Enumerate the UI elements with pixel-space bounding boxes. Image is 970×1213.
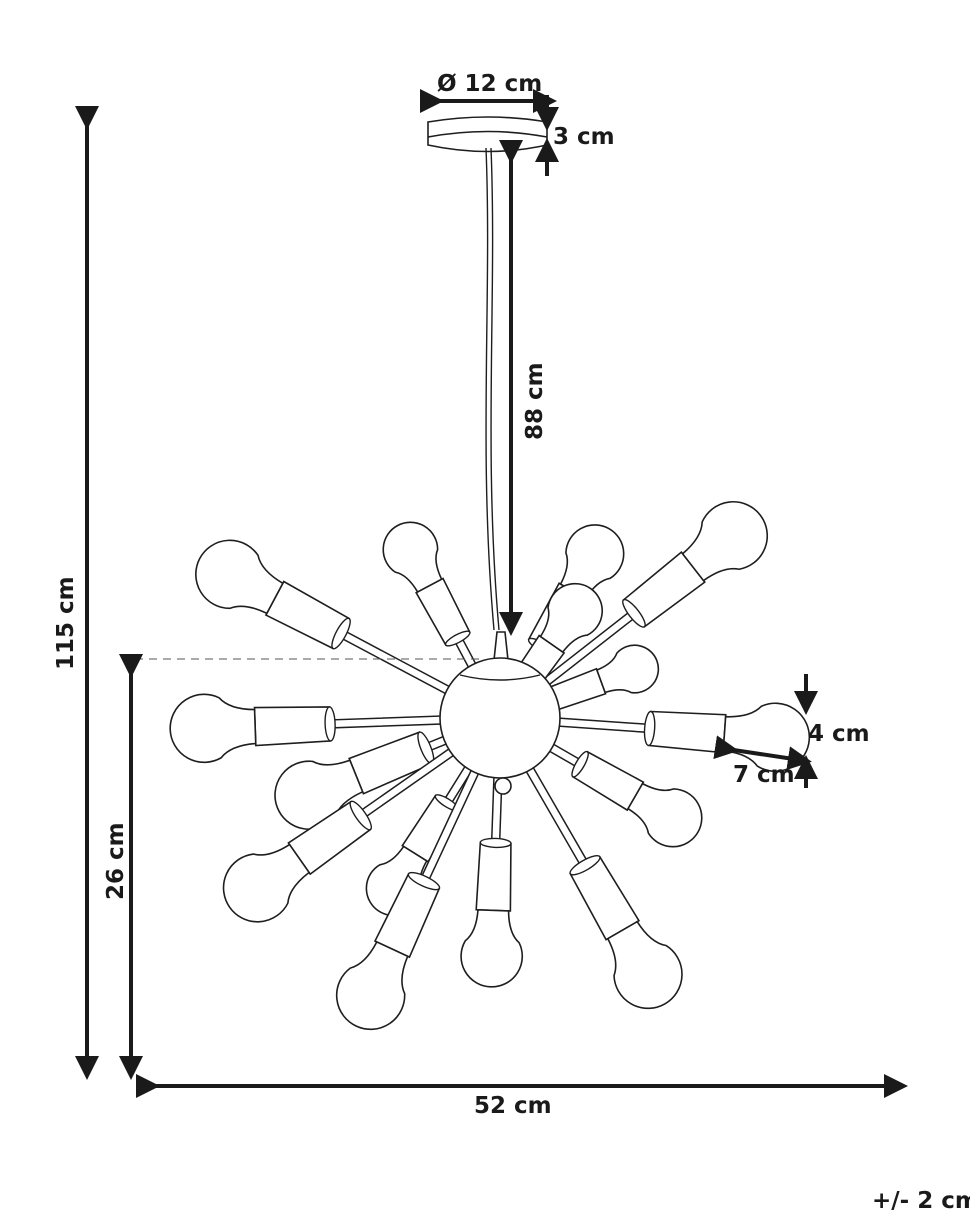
canopy-height-label: 3 cm: [553, 124, 615, 150]
tolerance-note: +/- 2 cm: [872, 1188, 970, 1213]
total-height-label: 115 cm: [53, 576, 79, 670]
dimension-lines: [75, 89, 908, 1098]
lamp-arm: [335, 751, 488, 1031]
lamp-arm: [222, 736, 471, 923]
lamp-arm: [515, 749, 683, 1010]
center-sphere: [439, 631, 561, 795]
body-height-label: 26 cm: [103, 822, 129, 900]
canopy-diameter-label: Ø 12 cm: [437, 71, 542, 97]
cable-length-label: 88 cm: [522, 362, 548, 440]
lamp-arm: [528, 500, 769, 698]
lamp-arm: [195, 539, 468, 704]
suspension-cable: [485, 147, 500, 631]
socket-length-label: 7 cm: [733, 762, 795, 788]
ceiling-canopy: [427, 116, 548, 153]
socket-diameter-label: 4 cm: [808, 721, 870, 747]
lamp-arm: [169, 693, 461, 764]
width-label: 52 cm: [474, 1093, 552, 1119]
